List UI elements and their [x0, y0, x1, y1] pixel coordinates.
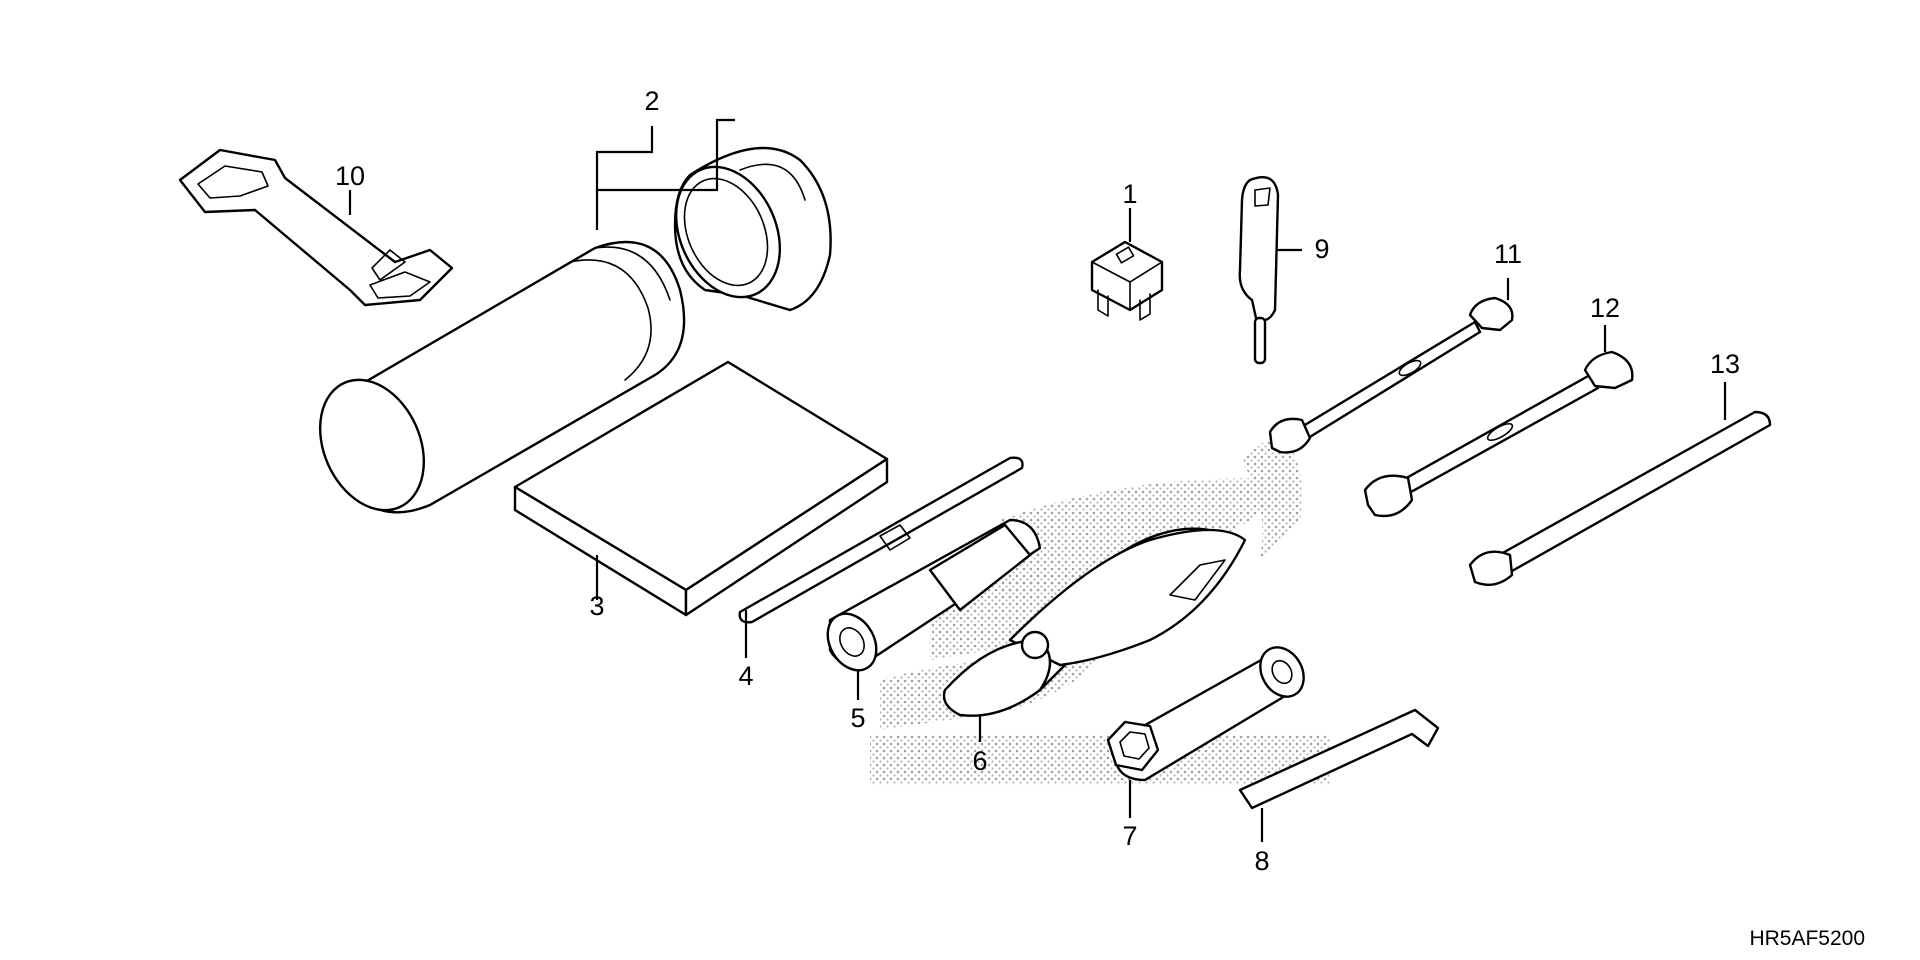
- part-5-screwdriver-handle: [826, 518, 1042, 672]
- callout-5: 5: [850, 703, 865, 733]
- part-9-fuse-puller: [1238, 175, 1280, 365]
- part-10-strap: [178, 148, 454, 307]
- part-11-wrench: [1268, 296, 1514, 454]
- callout-9: 9: [1314, 234, 1329, 264]
- callout-8: 8: [1254, 846, 1269, 876]
- callout-labels: 1 2 3 4 5 6 7 8 9 10 11 12 13: [335, 86, 1740, 876]
- part-6-pliers: [942, 527, 1247, 717]
- callout-1: 1: [1122, 179, 1137, 209]
- part-8-hex-key: [1238, 708, 1440, 810]
- leader-lines: [348, 118, 1727, 842]
- part-3-owners-manual: [513, 360, 889, 617]
- callout-13: 13: [1710, 349, 1740, 379]
- callout-6: 6: [972, 746, 987, 776]
- part-4-screwdriver: [738, 456, 1024, 624]
- part-13-rod-wrench: [1468, 410, 1772, 586]
- callout-4: 4: [738, 661, 753, 691]
- callout-3: 3: [589, 591, 604, 621]
- callout-12: 12: [1590, 293, 1620, 323]
- callout-10: 10: [335, 161, 365, 191]
- part-1-fuse: [1090, 240, 1164, 321]
- part-12-wrench: [1363, 350, 1634, 518]
- part-7-socket-wrench: [1106, 646, 1305, 782]
- part-2-tool-case: [318, 146, 832, 514]
- callout-11: 11: [1494, 239, 1522, 269]
- callout-7: 7: [1122, 821, 1137, 851]
- callout-2: 2: [644, 86, 659, 116]
- diagram-reference-code: HR5AF5200: [1749, 927, 1865, 950]
